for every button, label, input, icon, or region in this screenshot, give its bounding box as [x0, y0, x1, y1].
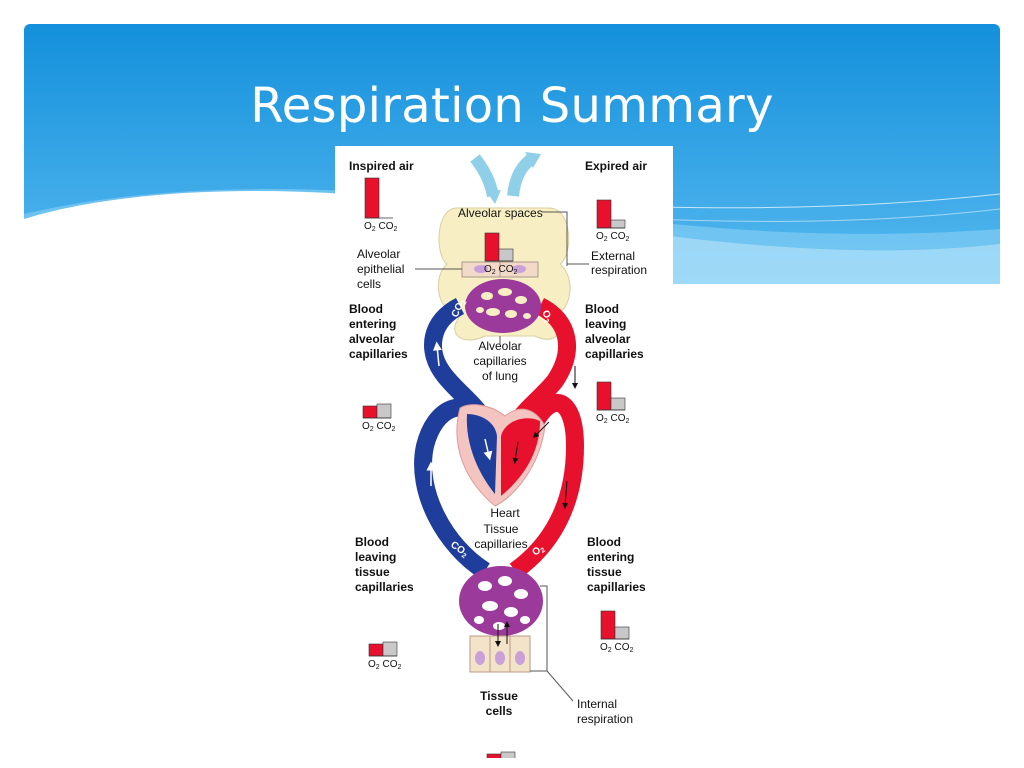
label-tissue-capillaries-1: Tissue [484, 522, 519, 536]
respiration-diagram: CO2 O2 CO2 O2 Inspired air Expired air A… [335, 146, 673, 758]
label-blood-leaving-alveolar-2: leaving [585, 317, 626, 331]
co2-bar [376, 403, 392, 419]
o2-bar [362, 405, 378, 419]
flow-arrows [426, 341, 578, 509]
label-blood-leaving-tissue-2: leaving [355, 550, 396, 564]
gas-level-indicators: O2 CO2 O2 CO2 O2 CO2 O2 CO2 O2 CO2 O2 CO2 O2 C… [362, 177, 633, 758]
label-external-respiration-2: respiration [591, 263, 647, 277]
label-alveolar-capillaries-1: Alveolar [478, 339, 521, 353]
gas-indicator-inspired-air: O2 CO2 [364, 177, 397, 233]
o2-bar [484, 232, 500, 262]
label-blood-leaving-tissue-3: tissue [355, 565, 390, 579]
label-inspired-air: Inspired air [349, 159, 414, 173]
gas-axis-label: O2 CO2 [362, 421, 395, 433]
co2-bar [614, 626, 630, 640]
label-tissue-cells-2: cells [486, 704, 513, 718]
label-tissue-cells-1: Tissue [480, 689, 518, 703]
label-blood-entering-tissue-2: entering [587, 550, 634, 564]
label-blood-entering-tissue-1: Blood [587, 535, 621, 549]
label-tissue-capillaries-2: capillaries [474, 537, 527, 551]
gas-indicator-blood-entering-tissue: O2 CO2 [600, 610, 633, 654]
co2-bar [498, 248, 514, 262]
co2-bar [610, 397, 626, 411]
gas-indicator-blood-leaving-tissue: O2 CO2 [368, 641, 401, 671]
label-internal-respiration-2: respiration [577, 712, 633, 726]
label-alveolar-epithelial-3: cells [357, 277, 381, 291]
gas-axis-label: O2 CO2 [596, 231, 629, 243]
co2-bar [610, 219, 626, 229]
label-heart: Heart [490, 506, 520, 520]
label-alveolar-epithelial-2: epithelial [357, 262, 404, 276]
gas-axis-label: O2 CO2 [596, 413, 629, 425]
co2-bar [382, 641, 398, 657]
slide-title: Respiration Summary [250, 78, 774, 134]
gas-indicator-alveolar-spaces: O2 CO2 [484, 232, 517, 276]
o2-bar [596, 381, 612, 411]
gas-axis-label: O2 CO2 [368, 659, 401, 671]
label-expired-air: Expired air [585, 159, 647, 173]
tissue-capillaries-net [459, 566, 543, 636]
o2-bar [486, 753, 502, 758]
label-blood-leaving-alveolar-1: Blood [585, 302, 619, 316]
label-blood-entering-tissue-4: capillaries [587, 580, 646, 594]
label-internal-respiration-1: Internal [577, 697, 617, 711]
vessel-o2-top: O2 [538, 309, 554, 325]
label-blood-entering-alveolar-4: capillaries [349, 347, 408, 361]
gas-axis-label: O2 CO2 [600, 642, 633, 654]
gas-indicator-blood-leaving-alveolar: O2 CO2 [596, 381, 629, 425]
label-blood-leaving-tissue-1: Blood [355, 535, 389, 549]
label-blood-leaving-alveolar-3: alveolar [585, 332, 631, 346]
gas-indicator-expired-air: O2 CO2 [596, 199, 629, 243]
label-blood-leaving-tissue-4: capillaries [355, 580, 414, 594]
o2-bar [600, 610, 616, 640]
leader-lines [415, 211, 589, 702]
o2-bar [368, 643, 384, 657]
gas-indicator-blood-entering-alveolar: O2 CO2 [362, 403, 395, 433]
gas-axis-label: O2 CO2 [484, 264, 517, 276]
label-external-respiration-1: External [591, 249, 635, 263]
gas-indicator-tissue-cells: O2 CO2 [486, 751, 516, 758]
label-alveolar-capillaries-3: of lung [482, 369, 518, 383]
label-blood-entering-alveolar-1: Blood [349, 302, 383, 316]
label-blood-leaving-alveolar-4: capillaries [585, 347, 644, 361]
o2-bar [596, 199, 612, 229]
air-flow-arrows [470, 152, 541, 204]
label-blood-entering-tissue-3: tissue [587, 565, 622, 579]
alveolar-capillaries [465, 279, 541, 333]
label-blood-entering-alveolar-3: alveolar [349, 332, 395, 346]
diagram-svg: CO2 O2 CO2 O2 Inspired air Expired air A… [349, 152, 647, 758]
label-blood-entering-alveolar-2: entering [349, 317, 396, 331]
label-alveolar-epithelial-1: Alveolar [357, 247, 400, 261]
vessel-o2-bottom: O2 [530, 543, 547, 560]
co2-bar [500, 751, 516, 758]
o2-bar [364, 177, 380, 219]
label-alveolar-spaces: Alveolar spaces [458, 206, 543, 220]
gas-axis-label: O2 CO2 [364, 221, 397, 233]
label-alveolar-capillaries-2: capillaries [473, 354, 526, 368]
tissue-cells-shape [469, 621, 531, 673]
